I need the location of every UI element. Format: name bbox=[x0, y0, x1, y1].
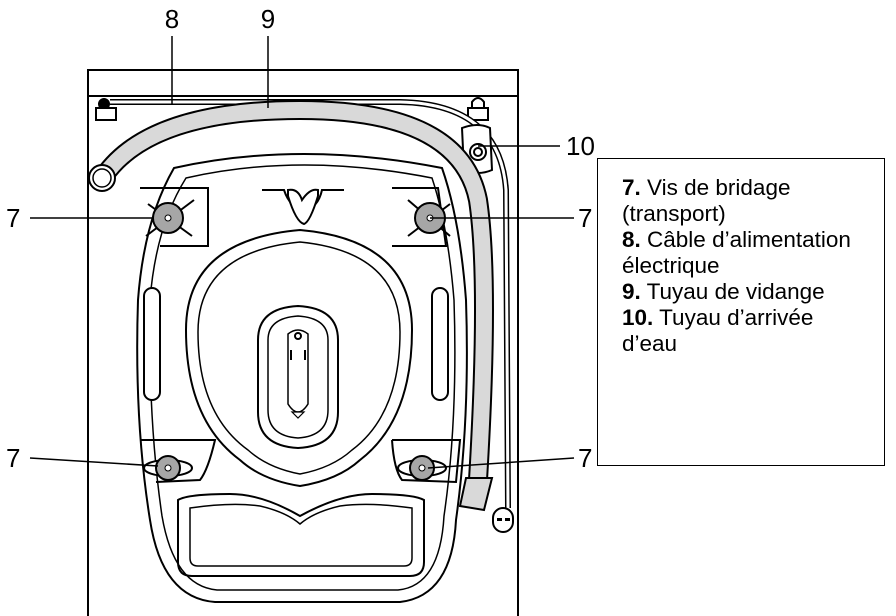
legend-item-power-cable: 8. Câble d’alimentation électrique bbox=[622, 227, 874, 279]
callout-numbers: 8 9 10 7 7 7 7 bbox=[6, 4, 595, 473]
inner-shell bbox=[184, 228, 414, 488]
transport-bolt-top-left bbox=[145, 199, 195, 237]
legend-number: 7. bbox=[622, 175, 641, 200]
access-cover bbox=[257, 304, 339, 450]
callout-leaders bbox=[29, 36, 575, 469]
bottom-recess bbox=[177, 492, 425, 577]
legend-item-inlet-hose: 10. Tuyau d’arrivée d’eau bbox=[622, 305, 874, 357]
callout-10: 10 bbox=[566, 131, 595, 161]
top-fittings bbox=[95, 97, 489, 121]
side-slots bbox=[143, 287, 449, 401]
legend-number: 10. bbox=[622, 305, 654, 330]
machine-cabinet bbox=[87, 69, 519, 616]
callout-8: 8 bbox=[165, 4, 179, 34]
center-hanger bbox=[262, 188, 344, 226]
callout-7-bottom-right: 7 bbox=[578, 443, 592, 473]
legend-item-drain-hose: 9. Tuyau de vidange bbox=[622, 279, 874, 305]
callout-9: 9 bbox=[261, 4, 275, 34]
legend-text: Vis de bridage (transport) bbox=[622, 175, 791, 226]
drain-hose bbox=[88, 99, 494, 512]
legend-box: 7. Vis de bridage (transport) 8. Câble d… bbox=[597, 158, 885, 466]
leader-7-bottom-right bbox=[427, 457, 575, 469]
callout-7-top-left: 7 bbox=[6, 203, 20, 233]
legend-number: 8. bbox=[622, 227, 641, 252]
callout-7-top-right: 7 bbox=[578, 203, 592, 233]
legend-text: Tuyau de vidange bbox=[646, 279, 825, 304]
legend-text: Câble d’alimentation électrique bbox=[622, 227, 851, 278]
legend-text: Tuyau d’arrivée d’eau bbox=[622, 305, 814, 356]
callout-7-bottom-left: 7 bbox=[6, 443, 20, 473]
legend-number: 9. bbox=[622, 279, 641, 304]
transport-bolt-bottom-left bbox=[143, 455, 193, 481]
transport-bolt-bottom-right bbox=[397, 455, 447, 481]
legend-item-transport-bolts: 7. Vis de bridage (transport) bbox=[622, 175, 874, 227]
leader-7-bottom-left bbox=[29, 457, 159, 467]
